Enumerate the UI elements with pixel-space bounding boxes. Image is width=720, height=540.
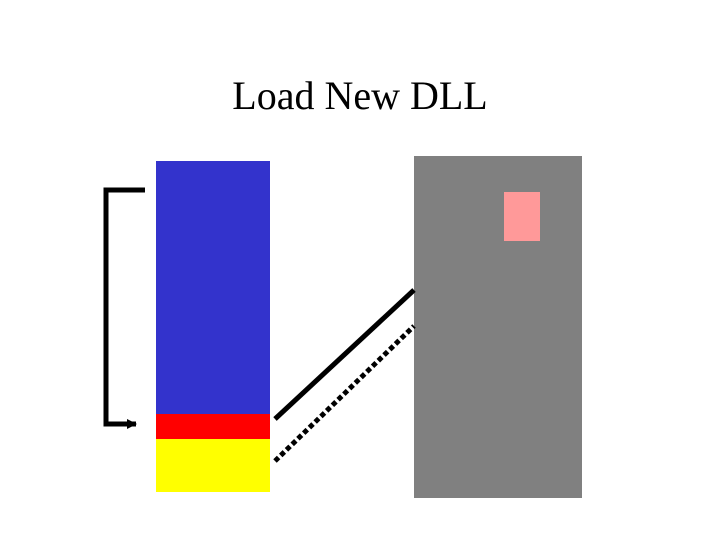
process-code-block — [156, 161, 270, 414]
dll-file-block — [414, 156, 582, 498]
redirect-arrow — [103, 187, 145, 429]
load-line-solid — [273, 288, 416, 421]
slide-title: Load New DLL — [232, 73, 488, 118]
new-dll-block — [156, 439, 270, 492]
load-line-dashed — [273, 324, 416, 463]
new-import-block — [156, 414, 270, 439]
dll-entry-block — [504, 192, 540, 241]
